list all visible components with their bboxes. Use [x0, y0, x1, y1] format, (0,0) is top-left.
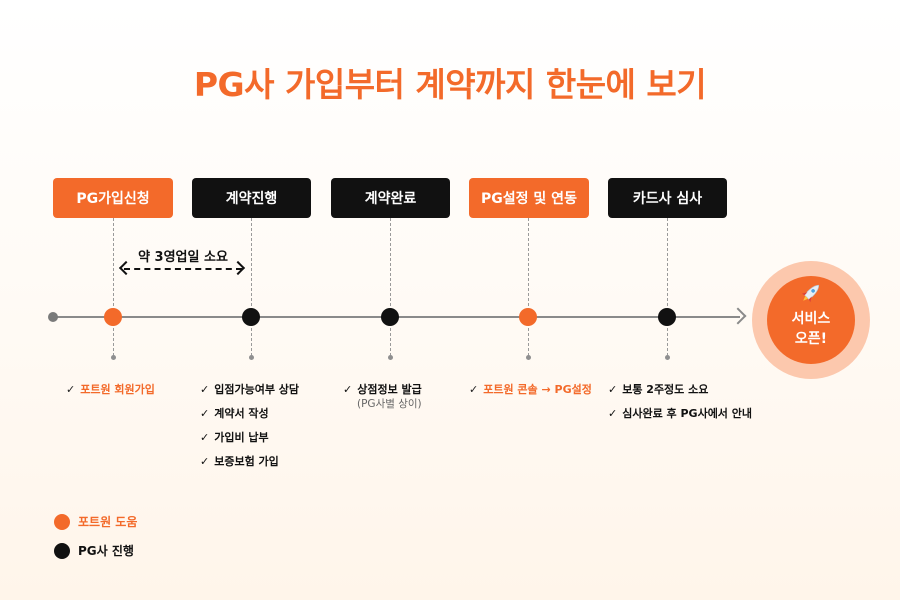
timeline-node-card-review [658, 308, 676, 326]
legend-dot-black [54, 542, 70, 559]
service-open-badge: 서비스 오픈! [767, 276, 855, 364]
checklist-note: (PG사별 상이) [357, 398, 422, 410]
check-icon: ✓ [66, 383, 76, 396]
timeline-node-pg-setup [519, 308, 537, 326]
service-open-line1: 서비스 [791, 311, 831, 327]
connector-end-dot [388, 355, 393, 360]
checklist-pg-setup: ✓포트원 콘솔 → PG설정 [469, 378, 592, 402]
step-contract-complete: 계약완료 [331, 178, 450, 218]
page-title: PG사 가입부터 계약까지 한눈에 보기 [193, 65, 707, 104]
checklist-card-review: ✓보통 2주정도 소요 ✓심사완료 후 PG사에서 안내 [608, 378, 752, 426]
timeline-start-dot [48, 312, 58, 322]
service-open-line2: 오픈! [794, 331, 828, 347]
check-icon: ✓ [200, 383, 210, 396]
legend-label: 포트원 도움 [78, 515, 138, 529]
check-icon: ✓ [343, 383, 353, 396]
step-contract-progress: 계약진행 [192, 178, 311, 218]
check-icon: ✓ [200, 455, 210, 468]
service-open-text: 서비스 오픈! [767, 309, 855, 349]
connector-line [113, 218, 114, 356]
connector-end-dot [526, 355, 531, 360]
check-icon: ✓ [469, 383, 479, 396]
connector-line [667, 218, 668, 356]
checklist-item: ✓가입비 납부 [200, 431, 269, 444]
check-icon: ✓ [200, 407, 210, 420]
checklist-pg-application: ✓포트원 회원가입 [66, 378, 155, 402]
checklist-item: ✓포트원 콘솔 → PG설정 [469, 383, 592, 396]
checklist-item: ✓포트원 회원가입 [66, 383, 155, 396]
legend-pg: PG사 진행 [54, 542, 134, 559]
checklist-contract-complete: ✓상점정보 발급 (PG사별 상이) [343, 378, 422, 410]
legend-label: PG사 진행 [78, 544, 134, 558]
connector-end-dot [111, 355, 116, 360]
timeline-node-contract-progress [242, 308, 260, 326]
connector-line [251, 218, 252, 356]
duration-label: 약 3영업일 소요 [138, 250, 228, 265]
connector-line [528, 218, 529, 356]
check-icon: ✓ [200, 431, 210, 444]
checklist-item: ✓보증보험 가입 [200, 455, 279, 468]
check-icon: ✓ [608, 383, 618, 396]
connector-line [390, 218, 391, 356]
duration-arrow [124, 268, 242, 270]
rocket-icon [801, 284, 820, 303]
checklist-item: ✓입점가능여부 상담 [200, 383, 300, 396]
timeline-arrow-icon [729, 307, 747, 325]
legend-portone: 포트원 도움 [54, 513, 137, 530]
connector-end-dot [665, 355, 670, 360]
checklist-item: ✓보통 2주정도 소요 [608, 383, 709, 396]
legend-dot-orange [54, 513, 70, 530]
checklist-contract-progress: ✓입점가능여부 상담 ✓계약서 작성 ✓가입비 납부 ✓보증보험 가입 [200, 378, 299, 474]
checklist-item: ✓계약서 작성 [200, 407, 269, 420]
step-pg-application: PG가입신청 [53, 178, 173, 218]
check-icon: ✓ [608, 407, 618, 420]
checklist-item: ✓상점정보 발급 [343, 383, 422, 396]
checklist-item: ✓심사완료 후 PG사에서 안내 [608, 407, 752, 420]
step-card-review: 카드사 심사 [608, 178, 727, 218]
timeline-node-contract-complete [381, 308, 399, 326]
connector-end-dot [249, 355, 254, 360]
timeline-node-pg-application [104, 308, 122, 326]
step-pg-setup: PG설정 및 연동 [469, 178, 589, 218]
